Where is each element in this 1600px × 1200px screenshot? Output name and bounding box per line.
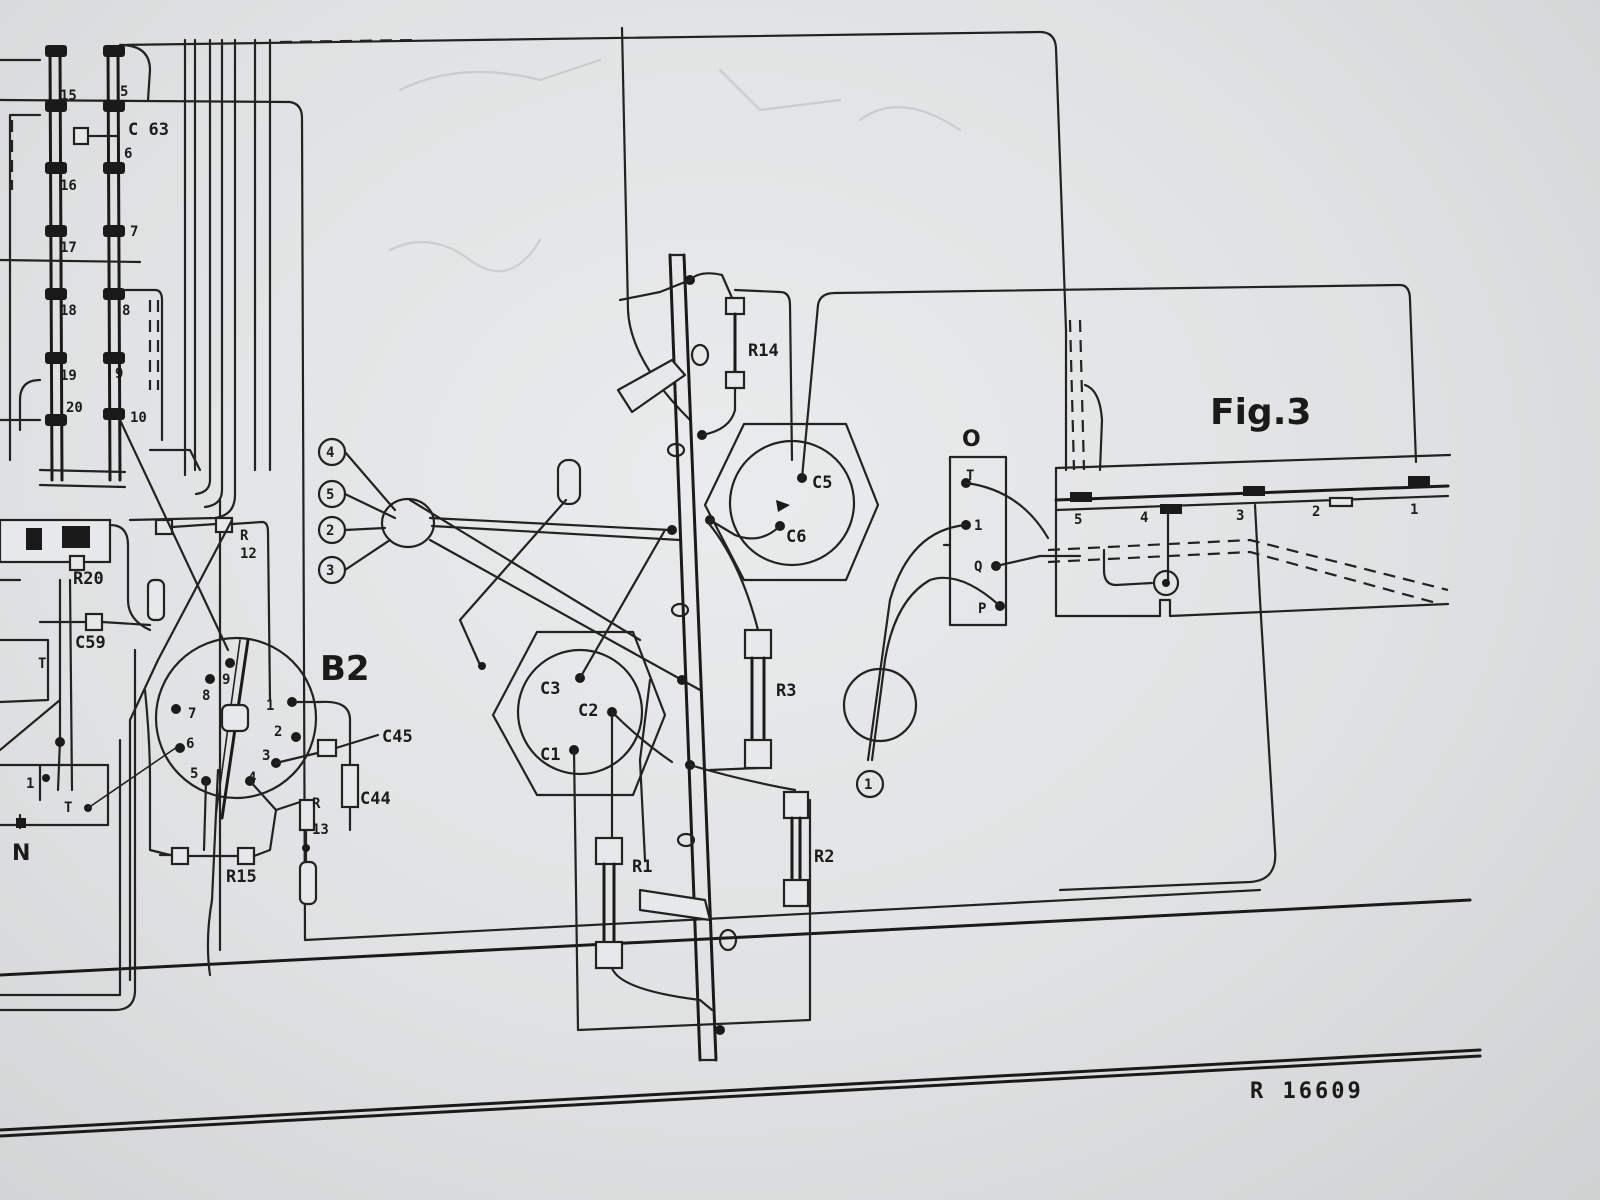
label-r20: R20 bbox=[73, 569, 104, 589]
strip-number: 7 bbox=[130, 224, 138, 240]
terminal-number: 5 bbox=[326, 487, 334, 503]
central-tag-strip bbox=[616, 253, 738, 1062]
label-c1: C1 bbox=[540, 745, 560, 765]
left-box-terminal: 1 bbox=[26, 776, 34, 792]
terminal-number: 1 bbox=[864, 777, 872, 793]
strip-number: 8 bbox=[122, 303, 130, 319]
label-c5: C5 bbox=[812, 473, 832, 493]
hex-capacitor-c1-c2-c3 bbox=[491, 528, 812, 1032]
figure-label: Fig.3 bbox=[1210, 392, 1311, 433]
socket-pin: 4 bbox=[248, 770, 256, 786]
drawing-reference: R 16609 bbox=[1250, 1079, 1364, 1104]
label-r3: R3 bbox=[776, 681, 796, 701]
strip-left-labels: 15 16 17 18 19 20 bbox=[60, 88, 83, 416]
switch-terminal: T bbox=[966, 468, 974, 484]
terminal-number: 4 bbox=[326, 445, 334, 461]
strip-terminals bbox=[45, 45, 125, 426]
label-ground: N bbox=[12, 841, 30, 866]
resistor-r2 bbox=[688, 763, 810, 908]
label-c63: C 63 bbox=[128, 120, 169, 140]
socket-pin: 2 bbox=[274, 724, 282, 740]
strip-number: 18 bbox=[60, 303, 77, 319]
label-c45: C45 bbox=[382, 727, 413, 747]
terminal-strip-labels: 5 4 3 2 1 bbox=[1074, 502, 1418, 528]
strip-number: 17 bbox=[60, 240, 77, 256]
label-r12-n: 12 bbox=[240, 546, 257, 562]
strip-number: 5 bbox=[120, 84, 128, 100]
strip-terminal-number: 3 bbox=[1236, 508, 1244, 524]
tube-socket-b2 bbox=[154, 636, 380, 906]
label-r13-r: R bbox=[312, 796, 321, 812]
label-r12-r: R bbox=[240, 528, 249, 544]
circled-terminal-labels: 4 5 2 3 bbox=[326, 445, 334, 579]
left-box-terminal: T bbox=[64, 800, 72, 816]
switch-terminal: Q bbox=[974, 559, 982, 575]
strip-number: 6 bbox=[124, 146, 132, 162]
strip-terminal-number: 2 bbox=[1312, 504, 1320, 520]
label-c2: C2 bbox=[578, 701, 598, 721]
label-c44: C44 bbox=[360, 789, 391, 809]
strip-terminal-number: 4 bbox=[1140, 510, 1148, 526]
label-r1: R1 bbox=[632, 857, 652, 877]
terminal-number: 3 bbox=[326, 563, 334, 579]
strip-number: 10 bbox=[130, 410, 147, 426]
fig3-terminal-strip bbox=[1047, 319, 1452, 892]
hex-capacitor-c5-c6 bbox=[703, 283, 1418, 582]
resistor-r1 bbox=[594, 836, 714, 1012]
socket-pin: 9 bbox=[222, 672, 230, 688]
label-b2: B2 bbox=[320, 649, 370, 689]
label-r2: R2 bbox=[814, 847, 834, 867]
socket-pin: 1 bbox=[266, 698, 274, 714]
label-c3: C3 bbox=[540, 679, 560, 699]
label-r15: R15 bbox=[226, 867, 257, 887]
strip-number: 19 bbox=[60, 368, 77, 384]
terminal-strip-left bbox=[0, 43, 202, 489]
socket-pin: 8 bbox=[202, 688, 210, 704]
left-lower-wiring bbox=[0, 518, 220, 1012]
r12-resistor bbox=[118, 418, 272, 982]
label-c6: C6 bbox=[786, 527, 806, 547]
top-wiring bbox=[0, 26, 1262, 942]
label-c59: C59 bbox=[75, 633, 106, 653]
strip-right-labels: 5 6 7 8 9 10 bbox=[115, 84, 147, 426]
socket-pin: 6 bbox=[186, 736, 194, 752]
strip-number: 20 bbox=[66, 400, 83, 416]
label-switch-o: O bbox=[962, 427, 981, 452]
resistor-r14 bbox=[618, 272, 794, 462]
socket-pin-labels: 1 2 3 4 5 6 7 8 9 bbox=[186, 672, 282, 786]
left-box-terminal: T bbox=[38, 656, 46, 672]
strip-number: 16 bbox=[60, 178, 77, 194]
strip-terminal-number: 1 bbox=[1410, 502, 1418, 518]
resistor-r3 bbox=[704, 518, 773, 772]
circled-terminals bbox=[317, 437, 702, 692]
label-r13-n: 13 bbox=[312, 822, 329, 838]
socket-pin: 5 bbox=[190, 766, 198, 782]
switch-o bbox=[842, 455, 1082, 799]
switch-terminal: P bbox=[978, 601, 986, 617]
socket-pin: 7 bbox=[188, 706, 196, 722]
show-through-marks bbox=[388, 58, 962, 273]
strip-number: 9 bbox=[115, 366, 123, 382]
strip-terminal-number: 5 bbox=[1074, 512, 1082, 528]
socket-pin: 3 bbox=[262, 748, 270, 764]
strip-number: 15 bbox=[60, 88, 77, 104]
label-r14: R14 bbox=[748, 341, 779, 361]
terminal-number: 2 bbox=[326, 523, 334, 539]
switch-terminal: 1 bbox=[974, 518, 982, 534]
